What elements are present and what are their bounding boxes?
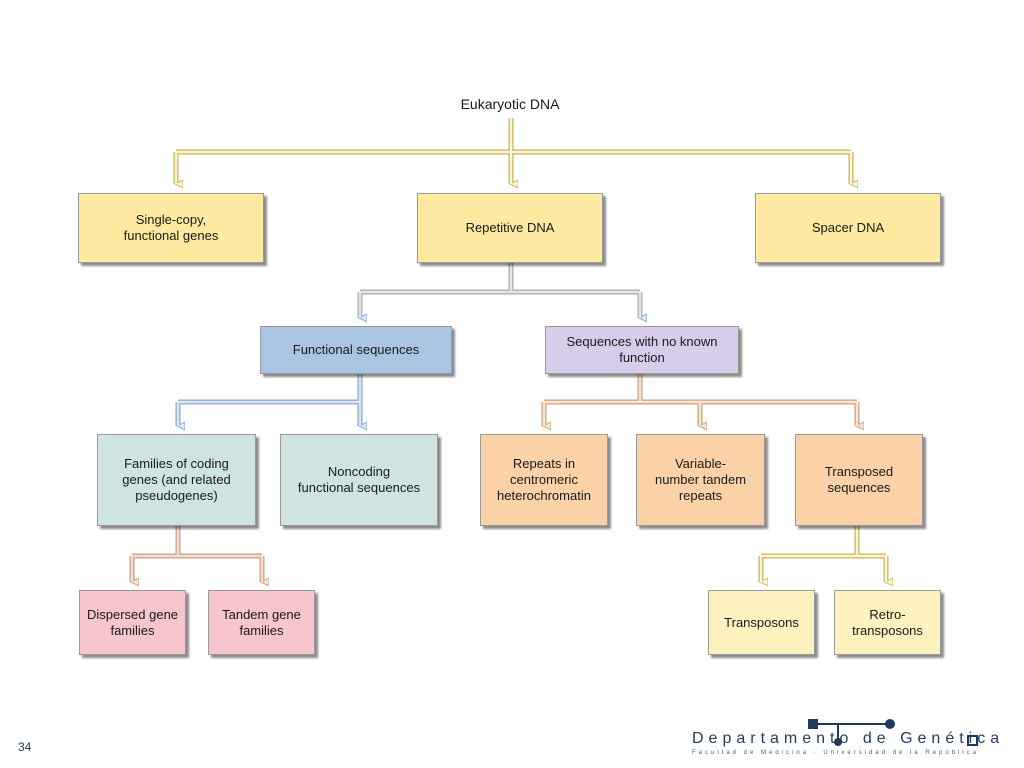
node-families-coding-genes: Families of coding genes (and related ps… xyxy=(97,434,256,526)
node-transposed-sequences: Transposed sequences xyxy=(795,434,923,526)
node-vntr: Variable- number tandem repeats xyxy=(636,434,765,526)
root-connector-inner xyxy=(174,118,853,184)
functional-connector xyxy=(175,374,360,426)
logo-subtitle: Facultad de Medicina · Universidad de la… xyxy=(692,750,980,756)
node-noncoding-functional: Noncoding functional sequences xyxy=(280,434,438,526)
repetitive-connector-inner xyxy=(358,263,642,318)
node-spacer-dna: Spacer DNA xyxy=(755,193,941,263)
node-repetitive-dna: Repetitive DNA xyxy=(417,193,603,263)
node-retrotransposons: Retro- transposons xyxy=(834,590,941,655)
root-node-eukaryotic-dna: Eukaryotic DNA xyxy=(460,96,560,112)
families-connector-inner xyxy=(130,526,264,582)
families-connector xyxy=(129,526,262,582)
page-number: 34 xyxy=(18,740,32,754)
node-functional-sequences: Functional sequences xyxy=(260,326,452,374)
no-known-connector-inner xyxy=(542,374,859,426)
node-centromeric-repeats: Repeats in centromeric heterochromatin xyxy=(480,434,608,526)
node-no-known-function: Sequences with no known function xyxy=(545,326,739,374)
node-dispersed-gene-families: Dispersed gene families xyxy=(79,590,186,655)
node-tandem-gene-families: Tandem gene families xyxy=(208,590,315,655)
logo-title: Departamento de Genética xyxy=(692,730,1005,747)
dna-logo-icon xyxy=(808,719,978,746)
node-single-copy-genes: Single-copy, functional genes xyxy=(78,193,264,263)
transposed-connector-inner xyxy=(759,526,888,582)
node-transposons: Transposons xyxy=(708,590,815,655)
functional-connector-inner xyxy=(176,374,362,426)
transposed-connector xyxy=(758,526,886,582)
repetitive-connector xyxy=(357,263,640,318)
